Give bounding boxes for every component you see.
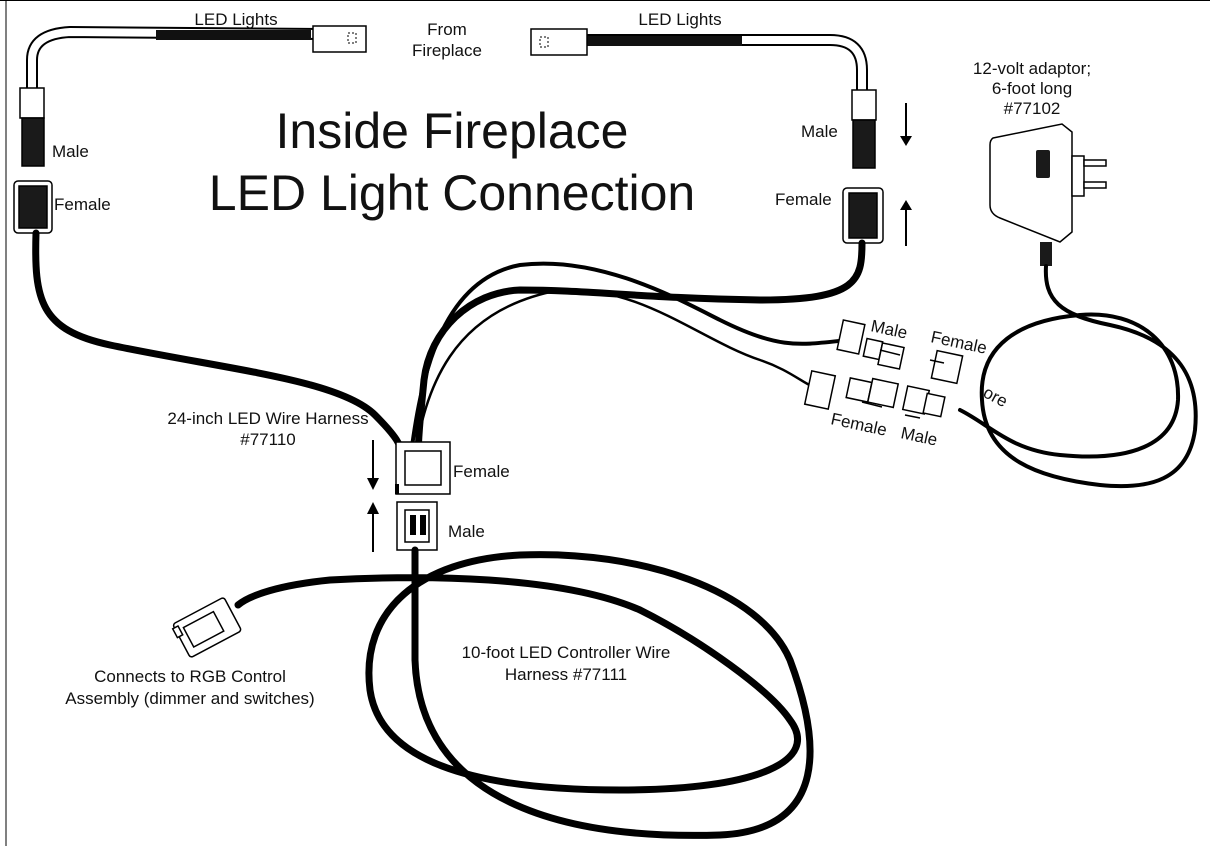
controller-label-1: 10-foot LED Controller Wire [462,643,671,662]
rgb-control-connector [171,597,242,658]
center-female-connector [395,441,451,495]
title-line-2: LED Light Connection [209,165,695,221]
arrow-up-right [900,200,912,246]
right-male-connector [851,89,877,169]
male-center-label: Male [448,522,485,541]
rgb-label-2: Assembly (dimmer and switches) [65,689,314,708]
small-male-bottom-label: Male [899,423,939,449]
female-center-label: Female [453,462,510,481]
controller-wire-loop [234,546,814,839]
led-lights-right-label: LED Lights [638,10,721,29]
harness-wires [32,229,866,466]
male-left-label: Male [52,142,89,161]
female-right-label: Female [775,190,832,209]
led-lights-left-label: LED Lights [194,10,277,29]
adaptor-label-3: #77102 [1004,99,1061,118]
cord-fragment-label: ore [980,383,1011,411]
power-adaptor [989,123,1107,266]
left-female-connector [13,180,53,234]
adaptor-cord [958,264,1198,489]
small-male-top-label: Male [869,316,909,342]
left-led-strip [26,25,367,98]
small-female-bottom-label: Female [829,409,888,439]
adaptor-label-2: 6-foot long [992,79,1072,98]
harness-24-label-1: 24-inch LED Wire Harness [167,409,368,428]
right-female-connector [842,187,884,244]
male-right-label: Male [801,122,838,141]
rgb-label-1: Connects to RGB Control [94,667,286,686]
center-male-connector [396,501,438,551]
left-male-connector [19,87,45,167]
from-fireplace-label-1: From [427,20,467,39]
arrow-up-center [367,502,379,552]
harness-24-label-2: #77110 [240,430,295,449]
title-line-1: Inside Fireplace [276,103,629,159]
from-fireplace-label-2: Fireplace [412,41,482,60]
right-led-strip [530,28,868,98]
small-connectors [803,319,964,419]
adaptor-label-1: 12-volt adaptor; [973,59,1091,78]
controller-label-2: Harness #77111 [505,665,627,684]
female-left-label: Female [54,195,111,214]
arrow-down-right [900,103,912,146]
arrow-down-center [367,440,379,490]
